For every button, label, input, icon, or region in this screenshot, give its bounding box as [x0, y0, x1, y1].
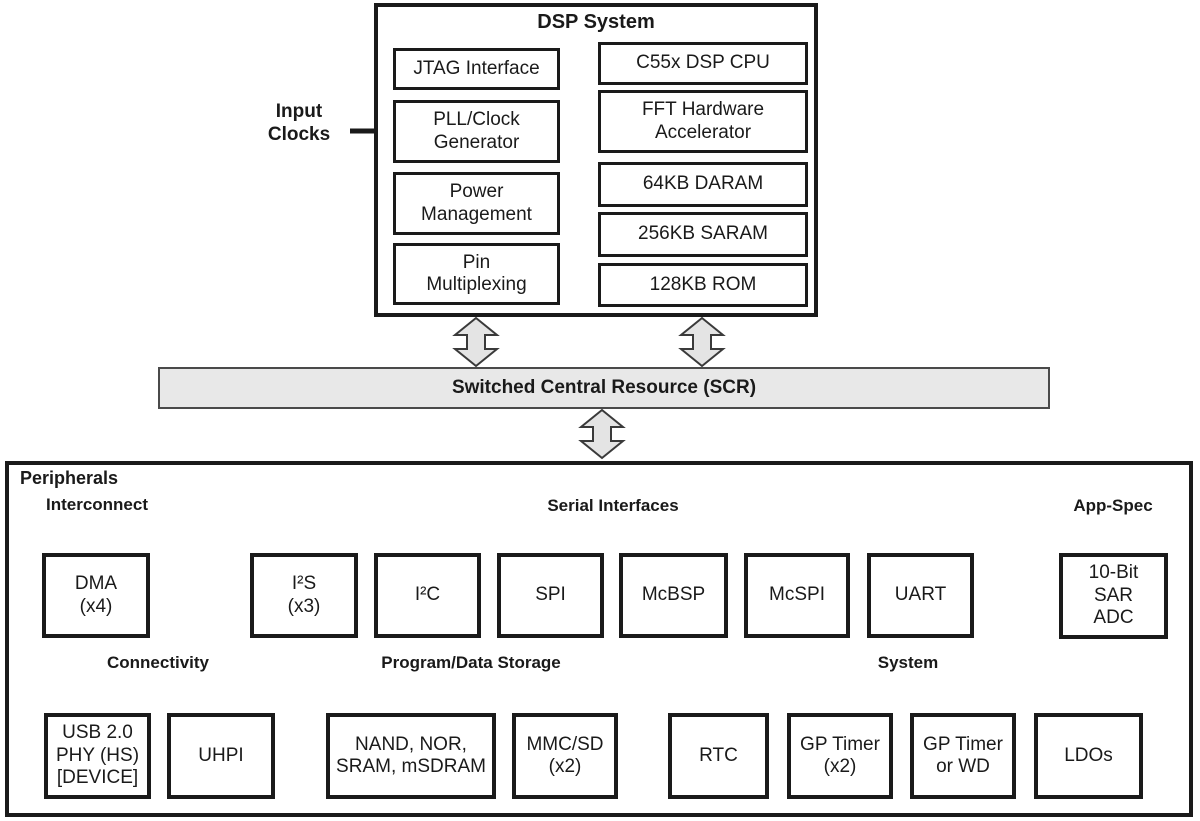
- ldos-box: LDOs: [1034, 713, 1143, 799]
- dsp-system-title: DSP System: [537, 11, 655, 33]
- usb-phy-box: USB 2.0 PHY (HS) [DEVICE]: [44, 713, 151, 799]
- section-label-connectivity: Connectivity: [106, 653, 210, 672]
- i2c-box: I²C: [374, 553, 481, 638]
- jtag-interface-box: JTAG Interface: [393, 48, 560, 90]
- section-label-interconnect: Interconnect: [45, 495, 149, 514]
- nand-storage-box: NAND, NOR, SRAM, mSDRAM: [326, 713, 496, 799]
- mmc-sd-box: MMC/SD (x2): [512, 713, 618, 799]
- mcspi-box: McSPI: [744, 553, 850, 638]
- dma-box: DMA (x4): [42, 553, 150, 638]
- uart-box: UART: [867, 553, 974, 638]
- section-label-app-spec: App-Spec: [1073, 496, 1153, 515]
- bidirectional-arrow-icon: [578, 408, 626, 460]
- pll-clock-generator-box: PLL/Clock Generator: [393, 100, 560, 163]
- scr-bar: Switched Central Resource (SCR): [158, 367, 1050, 409]
- peripherals-title: Peripherals: [20, 468, 119, 488]
- power-management-box: Power Management: [393, 172, 560, 235]
- fft-hardware-accelerator-box: FFT Hardware Accelerator: [598, 90, 808, 153]
- bidirectional-arrow-icon: [678, 316, 726, 368]
- section-label-program-data-storage: Program/Data Storage: [381, 653, 561, 672]
- uhpi-box: UHPI: [167, 713, 275, 799]
- sar-adc-box: 10-Bit SAR ADC: [1059, 553, 1168, 639]
- section-label-system: System: [877, 653, 939, 672]
- mcbsp-box: McBSP: [619, 553, 728, 638]
- section-label-serial-interfaces: Serial Interfaces: [547, 496, 679, 515]
- spi-box: SPI: [497, 553, 604, 638]
- gp-timer-box: GP Timer (x2): [787, 713, 893, 799]
- saram-box: 256KB SARAM: [598, 212, 808, 257]
- i2s-box: I²S (x3): [250, 553, 358, 638]
- c55x-dsp-cpu-box: C55x DSP CPU: [598, 42, 808, 85]
- rom-box: 128KB ROM: [598, 263, 808, 307]
- input-clocks-label: Input Clocks: [267, 101, 331, 146]
- daram-box: 64KB DARAM: [598, 162, 808, 207]
- pin-multiplexing-box: Pin Multiplexing: [393, 243, 560, 305]
- rtc-box: RTC: [668, 713, 769, 799]
- bidirectional-arrow-icon: [452, 316, 500, 368]
- gp-timer-wd-box: GP Timer or WD: [910, 713, 1016, 799]
